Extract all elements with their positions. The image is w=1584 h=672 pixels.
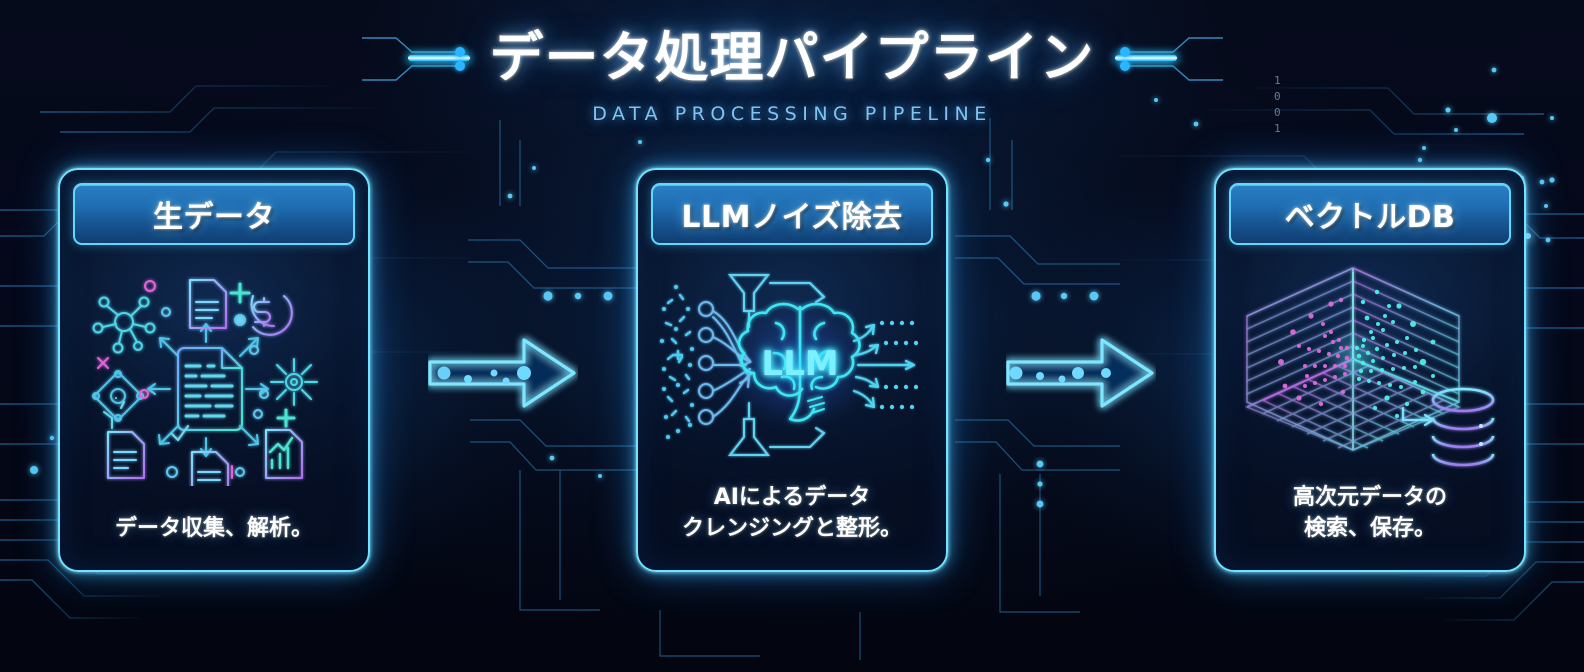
card-description-llm-denoise: AIによるデータ クレンジングと整形。 <box>651 482 933 570</box>
circuit-lines-right-icon <box>1114 37 1223 81</box>
header: データ処理パイプライン DATA PROCESSING PIPELINE <box>0 22 1584 125</box>
vector-cube-database-icon <box>1229 245 1511 482</box>
brain-label: LLM <box>761 344 838 384</box>
card-description-raw-data: データ収集、解析。 <box>73 513 355 570</box>
card-desc-line: 高次元データの <box>1292 484 1447 510</box>
step-slot-raw-data: 生データ <box>0 168 428 572</box>
connector-arrow-1 <box>428 168 578 578</box>
pipeline-card-llm-denoise[interactable]: LLMノイズ除去 <box>636 168 948 572</box>
pipeline-card-vector-db[interactable]: ベクトルDB <box>1214 168 1526 572</box>
card-title-llm-denoise: LLMノイズ除去 <box>681 200 903 235</box>
step-slot-vector-db: ベクトルDB <box>1156 168 1584 572</box>
circuit-lines-left-icon <box>361 37 470 81</box>
step-slot-llm-denoise: LLMノイズ除去 <box>578 168 1006 572</box>
documents-network-icon <box>73 245 355 513</box>
pipeline-steps: 生データ <box>0 168 1584 588</box>
arrow-right-icon <box>428 338 576 408</box>
card-header-vector-db: ベクトルDB <box>1229 183 1511 245</box>
pipeline-card-raw-data[interactable]: 生データ <box>58 168 370 572</box>
brain-funnel-icon: LLM <box>651 245 933 482</box>
card-desc-line: 検索、保存。 <box>1303 515 1436 541</box>
card-header-raw-data: 生データ <box>73 183 355 245</box>
card-desc-line: クレンジングと整形。 <box>681 515 902 541</box>
card-description-vector-db: 高次元データの 検索、保存。 <box>1229 482 1511 570</box>
arrow-right-icon <box>1006 338 1154 408</box>
card-desc-line: データ収集、解析。 <box>114 515 313 541</box>
card-header-llm-denoise: LLMノイズ除去 <box>651 183 933 245</box>
card-desc-line: AIによるデータ <box>713 484 871 510</box>
page-subtitle: DATA PROCESSING PIPELINE <box>592 103 992 125</box>
card-title-vector-db: ベクトルDB <box>1284 200 1456 235</box>
card-title-raw-data: 生データ <box>153 200 275 235</box>
title-row: データ処理パイプライン <box>361 22 1223 94</box>
connector-arrow-2 <box>1006 168 1156 578</box>
page-title: データ処理パイプライン <box>489 25 1095 89</box>
